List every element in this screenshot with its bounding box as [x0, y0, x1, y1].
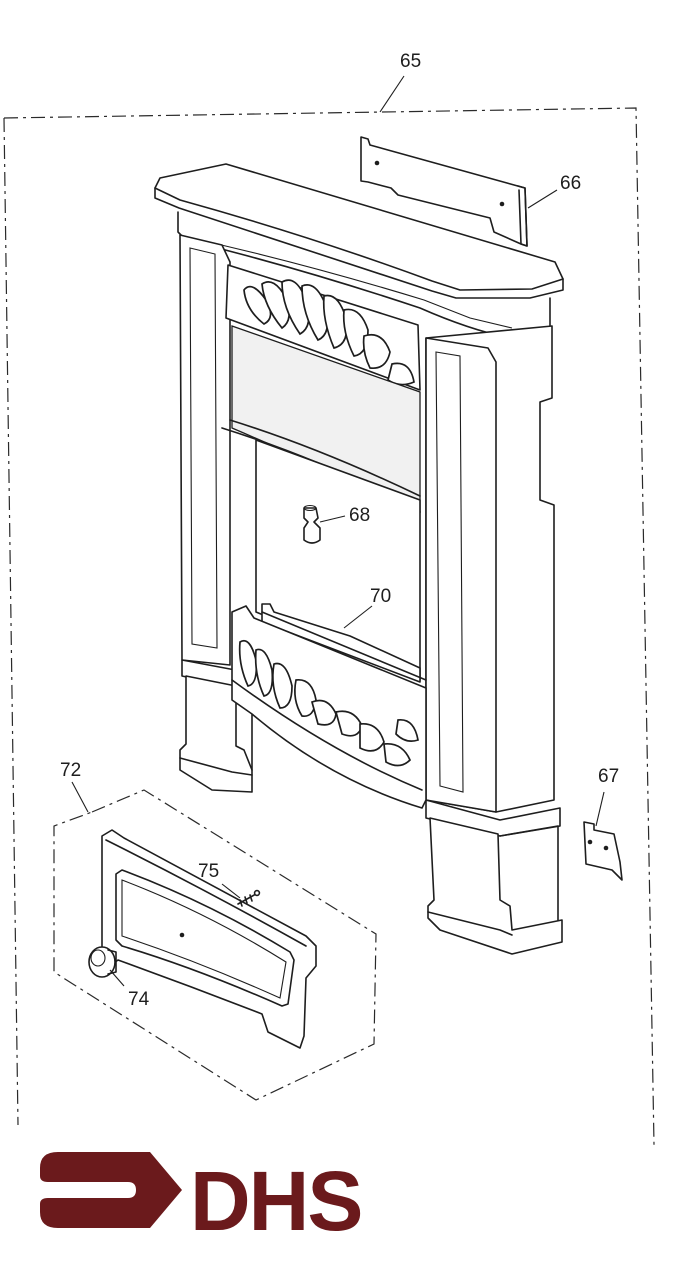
arrow-bracket-icon: [40, 1152, 182, 1228]
left-column: [179, 234, 253, 793]
leader-66: [527, 189, 558, 209]
leader-75: [221, 883, 241, 899]
assembly-boundary-65: [3, 107, 655, 1146]
callout-66: 66: [560, 173, 581, 194]
leader-74: [109, 969, 125, 987]
leader-67: [595, 791, 605, 827]
upper-fret: [225, 264, 421, 391]
callout-67: 67: [598, 766, 619, 787]
callout-72: 72: [60, 760, 81, 781]
callout-75: 75: [198, 861, 219, 882]
callout-68: 68: [349, 505, 370, 526]
screw-75: [237, 889, 261, 907]
top-bracket-66: [360, 136, 528, 247]
right-column: [425, 325, 563, 955]
leader-72: [71, 781, 89, 813]
callout-70: 70: [370, 586, 391, 607]
mantel-shelf: [154, 163, 564, 339]
leader-70: [343, 605, 373, 629]
dhs-logo-text: DHS: [190, 1154, 361, 1248]
fuel-bed-part-68: [303, 504, 321, 544]
leader-68: [319, 515, 346, 523]
front-trim-assembly-72: [53, 789, 377, 1101]
lower-fret: [231, 605, 427, 809]
leader-65: [379, 75, 405, 113]
callout-74: 74: [128, 989, 150, 1010]
dhs-logo: DHS: [40, 1152, 363, 1248]
side-bracket-67: [583, 821, 623, 881]
callout-65: 65: [400, 51, 421, 72]
